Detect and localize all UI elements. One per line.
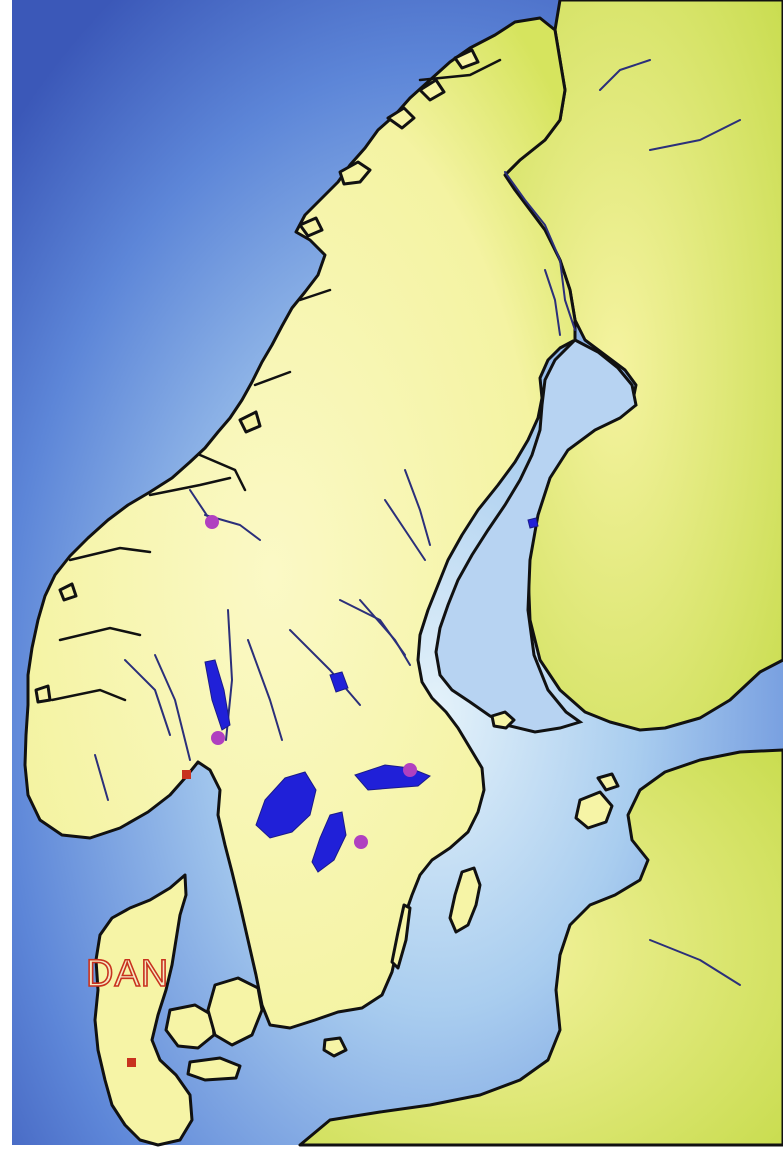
jutland-landmass xyxy=(93,873,194,1147)
bornholm-island xyxy=(322,1036,348,1058)
lake-vanern xyxy=(255,771,317,839)
town-marker-denmark xyxy=(127,1058,136,1067)
city-marker-stockholm xyxy=(403,763,417,777)
bottom-margin xyxy=(0,1145,783,1160)
lake-small xyxy=(329,671,349,693)
gotland-island xyxy=(448,866,482,934)
city-marker-trondheim xyxy=(205,515,219,529)
norway-coastal-islands xyxy=(34,48,480,704)
lake-vattern xyxy=(311,811,347,873)
aland-islands xyxy=(490,710,516,730)
scandinavia-landmass xyxy=(23,16,577,1030)
city-marker-linkoping xyxy=(354,835,368,849)
lake-mjosa xyxy=(204,659,231,731)
hiiumaa-island xyxy=(596,772,620,792)
city-marker-hamar xyxy=(211,731,225,745)
saaremaa-island xyxy=(574,790,614,830)
lolland-island xyxy=(186,1056,242,1082)
estonia-landmass xyxy=(298,748,783,1147)
lake-finland xyxy=(527,517,539,529)
denmark-label: DAN xyxy=(86,953,169,995)
oland-island xyxy=(390,903,412,970)
fjord-lines xyxy=(50,58,502,702)
funen-island xyxy=(164,1003,216,1050)
zealand-island xyxy=(206,976,264,1047)
town-marker-oslo xyxy=(182,770,191,779)
left-margin xyxy=(0,0,12,1160)
